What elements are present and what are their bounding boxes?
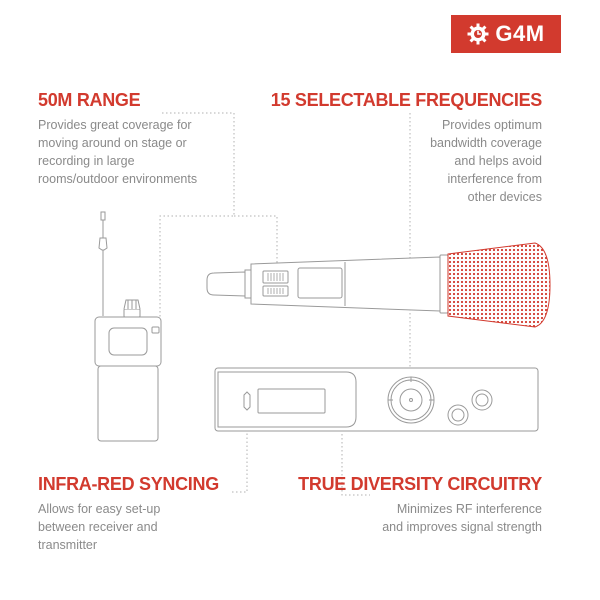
range-line: rooms/outdoor environments [38,172,198,186]
brand-logo: G4M [451,15,561,53]
diversity-description: Minimizes RF interference and improves s… [322,500,542,536]
syncing-line: Allows for easy set-up [38,502,161,516]
frequencies-description: Provides optimum bandwidth coverage and … [342,116,542,206]
bodypack-transmitter-illustration [94,211,162,442]
frequencies-heading: 15 SELECTABLE FREQUENCIES [270,90,543,110]
range-line: recording in large [38,154,135,168]
handheld-microphone-illustration [206,254,449,314]
receiver-unit-illustration [214,367,539,432]
diversity-heading: TRUE DIVERSITY CIRCUITRY [298,474,542,494]
diversity-line: and improves signal strength [382,520,542,534]
diversity-line: Minimizes RF interference [396,502,542,516]
frequencies-line: other devices [467,190,542,204]
microphone-grille [447,242,551,328]
frequencies-line: and helps avoid [454,154,542,168]
gear-icon [467,23,489,45]
frequencies-line: bandwidth coverage [430,136,542,150]
brand-name: G4M [495,21,545,46]
syncing-line: between receiver and [38,520,158,534]
range-description: Provides great coverage for moving aroun… [38,116,258,188]
frequencies-line: Provides optimum [441,118,542,132]
range-line: Provides great coverage for [38,118,192,132]
leader-lines [159,112,411,496]
syncing-line: transmitter [38,538,98,552]
range-line: moving around on stage or [38,136,187,150]
range-heading: 50M RANGE [38,90,141,110]
frequencies-line: interference from [447,172,542,186]
syncing-heading: INFRA-RED SYNCING [38,474,219,494]
syncing-description: Allows for easy set-up between receiver … [38,500,238,554]
